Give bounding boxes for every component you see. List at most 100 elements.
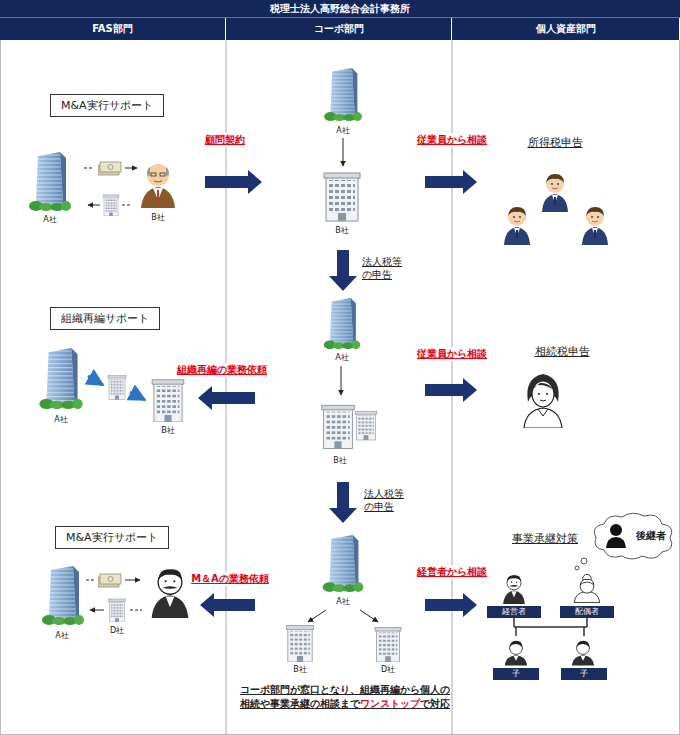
money-icon bbox=[98, 162, 121, 175]
block-arrow bbox=[329, 250, 357, 291]
title: 税理士法人高野総合会計事務所 bbox=[0, 0, 680, 18]
company-label: B社 bbox=[293, 664, 307, 675]
thought-dot bbox=[575, 566, 579, 570]
person-icon bbox=[542, 174, 568, 212]
tower-building bbox=[324, 68, 362, 121]
person-label: 経営者 bbox=[487, 572, 541, 618]
office-building bbox=[103, 195, 119, 216]
request-label: 顧問契約 bbox=[203, 133, 247, 147]
column-header: 個人資産部門 bbox=[452, 18, 680, 40]
company-label: B社 bbox=[333, 455, 347, 466]
company-label: A社 bbox=[336, 596, 349, 607]
service-heading: 所得税申告 bbox=[526, 135, 585, 150]
support-box: M&A実行サポート bbox=[55, 526, 169, 549]
tower-building bbox=[39, 348, 82, 409]
summary-note: コーポ部門が窓口となり、組織再編から個人の相続や事業承継の相談までワンストップで… bbox=[236, 683, 454, 711]
flow-arrow bbox=[125, 168, 137, 169]
company-label: B社 bbox=[335, 225, 349, 236]
block-arrow bbox=[425, 170, 477, 194]
block-arrow bbox=[425, 593, 477, 617]
request-label: 経営者から相談 bbox=[415, 565, 489, 579]
block-arrow bbox=[425, 378, 477, 402]
node-text: FAS部門 bbox=[92, 23, 133, 34]
flow-arrow bbox=[90, 610, 104, 611]
person-icon bbox=[152, 569, 189, 618]
flow-line bbox=[86, 580, 96, 581]
office-building bbox=[286, 626, 313, 662]
node-text: 後継者 bbox=[636, 529, 666, 543]
person-icon bbox=[505, 641, 527, 666]
company-label: A社 bbox=[335, 352, 348, 363]
office-building bbox=[322, 405, 354, 448]
person-label: 子 bbox=[493, 636, 539, 680]
block-arrow bbox=[198, 386, 255, 410]
person-icon bbox=[524, 374, 562, 428]
money-icon bbox=[98, 574, 121, 587]
flow-arrow bbox=[308, 610, 326, 622]
node-text: 配偶者 bbox=[560, 606, 614, 618]
request-label: 従業員から相談 bbox=[415, 133, 489, 147]
company-label: B社 bbox=[151, 212, 165, 223]
thought-bubble: 後継者 bbox=[590, 510, 676, 562]
person-icon bbox=[572, 641, 594, 666]
column-header: FAS部門 bbox=[0, 18, 226, 40]
column-header: コーポ部門 bbox=[226, 18, 452, 40]
summary-text: で対応 bbox=[420, 698, 450, 709]
node-text: コーポ部門 bbox=[314, 23, 364, 34]
block-arrow bbox=[200, 593, 255, 617]
frame bbox=[1, 18, 680, 735]
office-building bbox=[108, 376, 126, 400]
flow-line bbox=[84, 168, 94, 169]
node-text: 経営者 bbox=[487, 606, 541, 618]
family-line bbox=[584, 618, 587, 636]
flow-line bbox=[122, 205, 132, 206]
office-building bbox=[324, 173, 360, 221]
flow-arrow bbox=[130, 392, 145, 400]
flow-arrow bbox=[88, 376, 103, 385]
flow-arrow bbox=[343, 138, 344, 166]
summary-text: ワンストップ bbox=[360, 698, 420, 709]
flow-arrow bbox=[341, 366, 342, 395]
person-icon bbox=[574, 574, 600, 602]
support-box: 組織再編サポート bbox=[50, 307, 160, 330]
family-line bbox=[516, 618, 587, 636]
person-label: 配偶者 bbox=[560, 572, 614, 618]
person-icon bbox=[504, 207, 530, 245]
block-arrow bbox=[329, 482, 357, 523]
filing-label: 法人税等 の申告 bbox=[364, 488, 408, 513]
flow-arrow bbox=[360, 610, 378, 622]
service-heading: 相続税申告 bbox=[533, 344, 592, 359]
flow-arrow bbox=[88, 205, 100, 206]
tower-building bbox=[324, 298, 360, 349]
node-text: 個人資産部門 bbox=[536, 23, 596, 34]
person-icon bbox=[503, 575, 525, 604]
company-label: D社 bbox=[381, 664, 395, 675]
office-building bbox=[375, 627, 401, 662]
person-icon bbox=[606, 537, 626, 548]
person-icon bbox=[582, 207, 608, 245]
title-bar bbox=[0, 0, 680, 18]
node-text: M&A実行サポート bbox=[66, 531, 158, 544]
node-text: 組織再編サポート bbox=[61, 312, 149, 325]
person-icon bbox=[610, 524, 622, 536]
block-arrow bbox=[205, 170, 262, 194]
cloud-shape bbox=[594, 513, 672, 559]
company-label: A社 bbox=[55, 630, 68, 641]
company-label: A社 bbox=[54, 414, 67, 425]
tower-building bbox=[323, 535, 364, 592]
flow-arrow bbox=[125, 580, 140, 581]
thought-dot bbox=[581, 558, 587, 564]
node-text: 子 bbox=[561, 668, 607, 680]
company-label: A社 bbox=[43, 214, 56, 225]
request-label: M＆Aの業務依頼 bbox=[189, 572, 271, 586]
office-building bbox=[355, 411, 377, 440]
flow-line bbox=[130, 610, 142, 611]
person-label: 子 bbox=[561, 636, 607, 680]
company-label: B社 bbox=[161, 425, 175, 436]
office-building bbox=[152, 380, 184, 422]
request-label: 従業員から相談 bbox=[415, 347, 489, 361]
node-text: 子 bbox=[493, 668, 539, 680]
company-label: D社 bbox=[110, 625, 124, 636]
service-heading: 事業承継対策 bbox=[510, 531, 580, 546]
